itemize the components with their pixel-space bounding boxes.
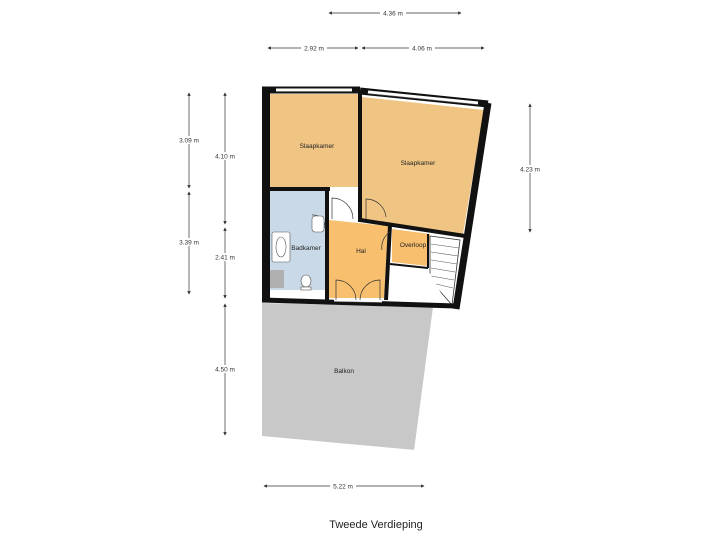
bathroom-fixtures bbox=[271, 215, 325, 291]
dim-left-inner-top: 4.10 m bbox=[215, 154, 235, 161]
stair-steps bbox=[430, 243, 460, 289]
room-label-balkon: Balkon bbox=[334, 368, 354, 375]
hall-area bbox=[329, 220, 388, 298]
utility-box bbox=[270, 270, 284, 288]
bedroom-left-area bbox=[270, 94, 358, 187]
bedroom-right-area bbox=[362, 97, 484, 234]
dim-top-right: 4.06 m bbox=[412, 46, 432, 53]
room-label-badkamer: Badkamer bbox=[291, 245, 321, 252]
room-label-slaapkamer-right: Slaapkamer bbox=[401, 160, 437, 167]
dim-right: 4.23 m bbox=[520, 167, 540, 174]
stair-hall-area bbox=[386, 266, 446, 302]
floor-title: Tweede Verdieping bbox=[329, 519, 423, 531]
room-label-hal: Hal bbox=[356, 248, 366, 255]
dim-left-inner-bottom: 4.50 m bbox=[215, 367, 235, 374]
dim-top-left: 2.92 m bbox=[304, 46, 324, 53]
dim-left-outer-bottom: 3.39 m bbox=[179, 240, 199, 247]
room-label-overloop: Overloop bbox=[400, 242, 427, 249]
dim-left-inner-middle: 2.41 m bbox=[215, 255, 235, 262]
landing-area bbox=[392, 229, 430, 266]
room-label-slaapkamer-left: Slaapkamer bbox=[300, 143, 336, 150]
dim-left-outer-top: 3.09 m bbox=[179, 138, 199, 145]
dimension-label-backgrounds bbox=[176, 9, 543, 490]
balcony-edge bbox=[261, 306, 435, 453]
dim-top-overall: 4.36 m bbox=[383, 11, 403, 18]
window-frames bbox=[276, 91, 479, 303]
balcony-area bbox=[262, 303, 434, 451]
dim-bottom: 5.22 m bbox=[333, 484, 353, 491]
windows bbox=[276, 88, 479, 303]
